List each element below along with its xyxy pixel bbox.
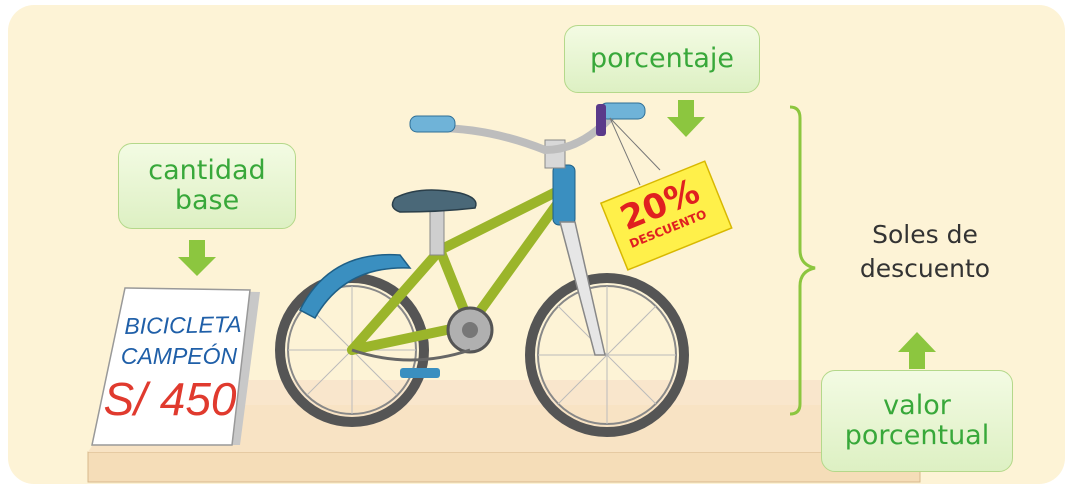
label-cantidad-line1: cantidad <box>148 155 266 186</box>
label-valor-line2: porcentual <box>844 420 990 451</box>
label-cantidad-line2: base <box>174 185 240 216</box>
label-porcentaje-text: porcentaje <box>590 43 734 74</box>
label-soles-descuento: Soles de descuento <box>845 218 1005 286</box>
sign-line2: CAMPEÓN <box>120 343 238 369</box>
sign-line1: BICICLETA <box>124 310 242 340</box>
label-valor-porcentual: valor porcentual <box>821 370 1013 472</box>
arrow-up-valor-icon <box>898 332 936 369</box>
display-platform <box>87 380 955 483</box>
sign-price: S/ 450 <box>103 373 237 425</box>
bicycle-illustration <box>275 102 689 437</box>
label-valor-line1: valor <box>883 390 951 421</box>
arrow-down-cantidad-icon <box>178 240 216 276</box>
discount-tag <box>599 160 733 271</box>
price-sign <box>91 287 260 446</box>
label-soles-line1: Soles de <box>872 220 978 249</box>
brace-icon <box>789 105 816 416</box>
label-soles-line2: descuento <box>859 254 991 283</box>
label-porcentaje: porcentaje <box>564 25 760 93</box>
arrow-down-porcentaje-icon <box>667 100 705 137</box>
label-cantidad-base: cantidad base <box>118 143 296 229</box>
